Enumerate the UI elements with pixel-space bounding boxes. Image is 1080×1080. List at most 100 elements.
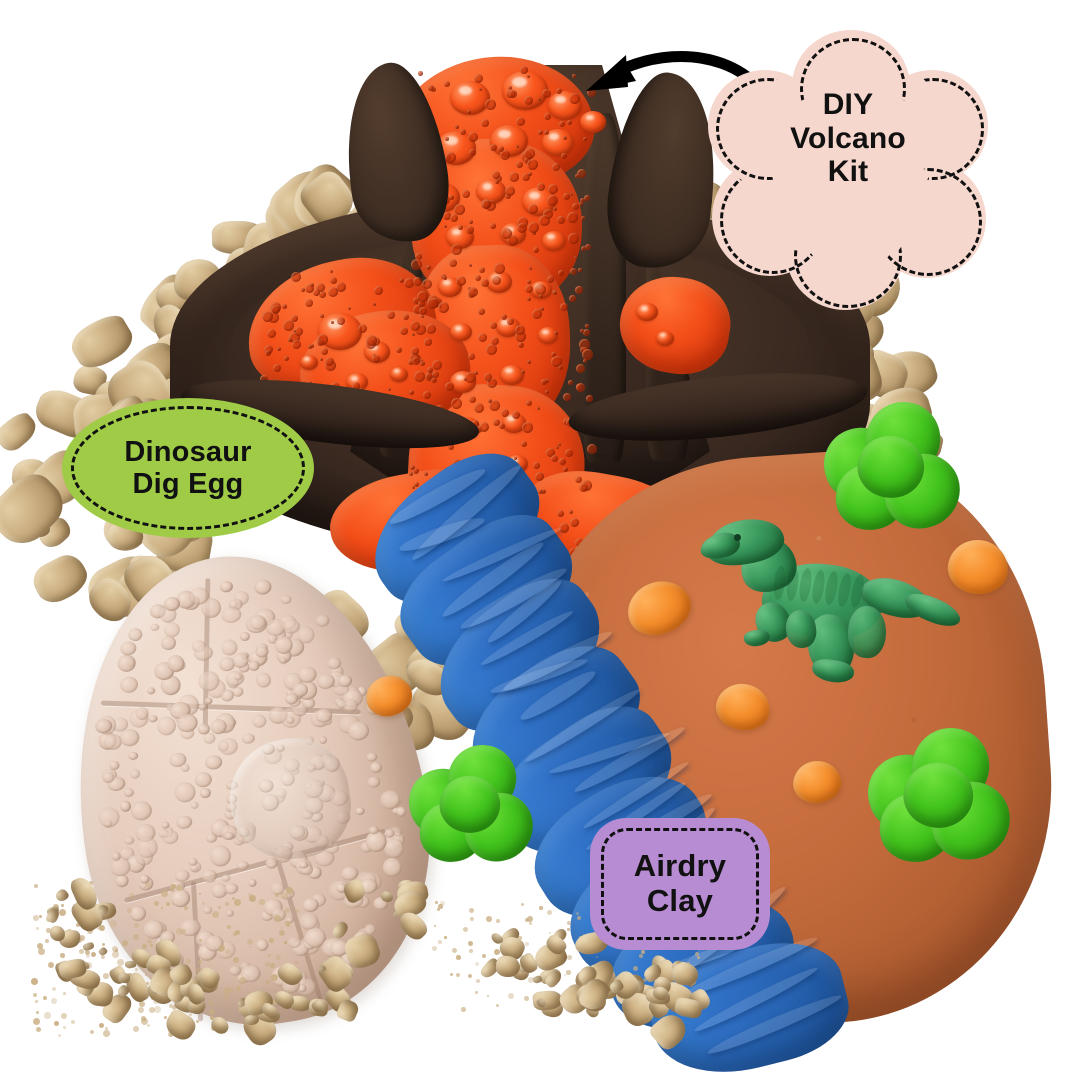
sand-dust-speck — [518, 936, 522, 940]
lava-microbubble — [527, 75, 530, 78]
lava-microbubble — [320, 314, 324, 318]
lava-microbubble — [450, 214, 458, 222]
lava-microbubble — [581, 246, 586, 251]
lava-microbubble — [400, 327, 408, 335]
lava-microbubble — [348, 307, 351, 310]
lava-microbubble — [548, 184, 558, 194]
lava-microbubble — [516, 145, 519, 148]
lava-microbubble — [305, 299, 313, 307]
lava-microbubble — [310, 344, 314, 348]
lava-microbubble — [491, 337, 499, 345]
sand-dust-speck — [444, 936, 447, 939]
lava-microbubble — [487, 379, 490, 382]
sand-dust-speck — [266, 980, 271, 985]
sand-dust-speck — [58, 1034, 62, 1038]
lava-microbubble — [559, 523, 569, 533]
lava-microbubble — [552, 163, 560, 171]
lava-microbubble — [554, 331, 558, 335]
lava-microbubble — [330, 270, 333, 273]
badge-volcano-label: DIY Volcano Kit — [790, 88, 906, 189]
lava-microbubble — [424, 472, 428, 476]
lava-microbubble — [559, 458, 566, 465]
sand-dust-speck — [215, 1005, 218, 1008]
lava-microbubble — [486, 344, 497, 355]
sand-dust-speck — [99, 925, 105, 931]
badge-dashed-outline — [708, 30, 988, 310]
lava-microbubble — [551, 455, 558, 462]
lava-microbubble — [316, 283, 325, 292]
lava-microbubble — [451, 244, 462, 255]
sand-dust-speck — [171, 884, 176, 889]
sand-dust-speck — [34, 884, 39, 889]
sand-dust-speck — [150, 944, 153, 947]
lava-microbubble — [541, 489, 546, 494]
sand-dust-speck — [101, 955, 106, 960]
sand-dust-speck — [189, 1013, 193, 1017]
sand-dust-speck — [452, 948, 458, 954]
lava-microbubble — [558, 270, 564, 276]
lava-microbubble — [575, 174, 579, 178]
sand-dust-speck — [287, 990, 291, 994]
sand-dust-speck — [247, 939, 253, 945]
lava-microbubble — [428, 85, 434, 91]
sand-dust-speck — [639, 954, 643, 958]
sand-dust-speck — [172, 903, 175, 906]
badge-dinosaur-dig-egg[interactable]: Dinosaur Dig Egg — [62, 398, 314, 538]
sand-dust-speck — [528, 977, 534, 983]
lava-microbubble — [374, 286, 383, 295]
lava-microbubble — [567, 212, 578, 223]
sand-dust-speck — [63, 992, 67, 996]
sand-crumb — [274, 959, 306, 990]
lava-microbubble — [529, 267, 532, 270]
lava-microbubble — [585, 244, 591, 250]
sand-crumb — [379, 890, 395, 904]
sand-dust-speck — [549, 932, 552, 935]
badge-airdry-clay[interactable]: Airdry Clay — [590, 818, 770, 950]
lava-microbubble — [485, 99, 496, 110]
sand-dust-speck — [223, 993, 230, 1000]
lava-microbubble — [443, 212, 451, 220]
sand-dust-speck — [181, 929, 187, 935]
lava-microbubble — [468, 353, 475, 360]
badge-diy-volcano-kit[interactable]: DIY Volcano Kit — [708, 30, 988, 310]
lava-microbubble — [458, 225, 463, 230]
lava-microbubble — [271, 305, 280, 314]
lava-microbubble — [557, 216, 565, 224]
lava-microbubble — [328, 287, 338, 297]
sand-dust-speck — [209, 1009, 215, 1015]
sand-dust-speck — [202, 902, 205, 905]
lava-microbubble — [469, 149, 476, 156]
lava-microbubble — [472, 420, 479, 427]
lava-microbubble — [479, 422, 489, 432]
badge-dashed-outline — [601, 828, 759, 940]
lava-microbubble — [469, 220, 473, 224]
lava-bubble — [500, 365, 524, 385]
sand-dust-speck — [89, 881, 93, 885]
sand-dust-speck — [196, 967, 202, 973]
sand-dust-speck — [105, 1027, 109, 1031]
lava-microbubble — [490, 223, 496, 229]
sand-dust-speck — [102, 943, 106, 947]
lava-microbubble — [544, 130, 549, 135]
lava-microbubble — [563, 136, 567, 140]
lava-microbubble — [427, 298, 438, 309]
sand-dust-speck — [487, 995, 490, 998]
sand-dust-speck — [199, 939, 202, 942]
lava-microbubble — [462, 190, 470, 198]
sand-dust-speck — [276, 955, 281, 960]
sand-dust-speck — [184, 906, 188, 910]
lava-microbubble — [388, 388, 391, 391]
lava-microbubble — [449, 259, 457, 267]
sand-dust-speck — [146, 982, 150, 986]
lava-bubble — [450, 81, 490, 115]
sand-dust-speck — [225, 949, 230, 954]
sand-dust-speck — [164, 1016, 167, 1019]
lava-microbubble — [495, 180, 499, 184]
sand-dust-speck — [271, 974, 278, 981]
sand-dust-speck — [36, 1011, 39, 1014]
lava-microbubble — [585, 324, 589, 328]
lava-microbubble — [515, 325, 525, 335]
lava-microbubble — [570, 193, 573, 196]
lava-microbubble — [475, 275, 481, 281]
sand-dust-speck — [219, 945, 226, 952]
